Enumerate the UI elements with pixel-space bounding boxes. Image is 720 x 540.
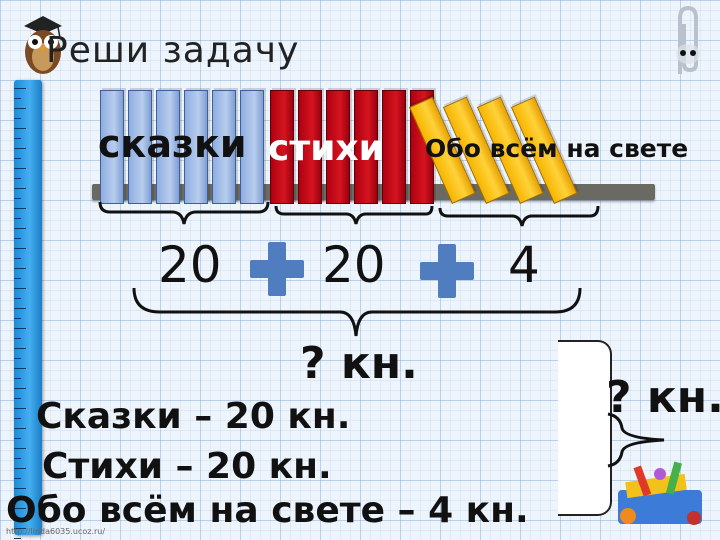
ruler-tick: [14, 398, 21, 399]
school-supplies-icon: [618, 461, 702, 525]
ruler-tick: [14, 338, 21, 339]
book-skazki: [156, 90, 180, 204]
ruler-tick: [14, 228, 26, 229]
ruler-tick: [14, 258, 21, 259]
ruler-tick: [14, 318, 21, 319]
book-stihi: [326, 90, 350, 204]
ruler-tick: [14, 388, 26, 389]
ruler-tick: [14, 268, 26, 269]
ruler-tick: [14, 128, 26, 129]
ruler-tick: [14, 448, 26, 449]
ruler-tick: [14, 368, 26, 369]
ruler-tick: [14, 358, 21, 359]
ruler-tick: [14, 378, 21, 379]
ruler-tick: [14, 188, 26, 189]
ruler-tick: [14, 148, 26, 149]
ruler-tick: [14, 348, 26, 349]
ruler-tick: [14, 278, 21, 279]
ruler-tick: [14, 168, 26, 169]
label-obo-vsem: Обо всём на свете: [425, 134, 689, 163]
line-obo-vsem: Обо всём на свете – 4 кн.: [6, 490, 529, 531]
ruler-tick: [14, 198, 21, 199]
label-skazki: сказки: [98, 122, 247, 166]
number-obo: 4: [508, 236, 540, 294]
side-brace: [607, 412, 665, 468]
book-skazki: [212, 90, 236, 204]
bracket-stihi: [274, 205, 434, 225]
ruler-tick: [14, 328, 26, 329]
book-stihi: [354, 90, 378, 204]
book-stihi: [270, 90, 294, 204]
ruler-tick: [14, 308, 26, 309]
page-title: Реши задачу: [46, 30, 300, 71]
ruler-tick: [14, 238, 21, 239]
book-stihi: [382, 90, 406, 204]
ruler-tick: [14, 488, 26, 489]
line-skazki: Сказки – 20 кн.: [36, 396, 351, 437]
label-stihi: стихи: [268, 128, 384, 169]
bracket-skazki: [98, 201, 270, 225]
book-skazki: [240, 90, 264, 204]
ruler-tick: [14, 288, 26, 289]
bracket-obo: [438, 205, 600, 227]
total-question: ? кн.: [300, 338, 418, 389]
ruler-tick: [14, 458, 21, 459]
ruler-tick: [14, 138, 21, 139]
ruler-tick: [14, 508, 26, 509]
line-stihi: Стихи – 20 кн.: [42, 446, 332, 487]
source-url: http://linda6035.ucoz.ru/: [6, 527, 106, 536]
ruler-tick: [14, 208, 26, 209]
ruler-tick: [14, 108, 26, 109]
ruler-tick: [14, 528, 26, 529]
ruler-tick: [14, 438, 21, 439]
ruler-tick: [14, 468, 26, 469]
side-question: ? кн.: [606, 372, 720, 423]
ruler-tick: [14, 178, 21, 179]
answer-card: [558, 340, 612, 516]
ruler-tick: [14, 98, 21, 99]
owl-icon: [24, 16, 62, 74]
book-skazki: [128, 90, 152, 204]
number-stihi: 20: [322, 236, 386, 294]
ruler-tick: [14, 498, 21, 499]
ruler: [14, 80, 42, 539]
book-skazki: [100, 90, 124, 204]
ruler-tick: [14, 478, 21, 479]
ruler-tick: [14, 518, 21, 519]
ruler-tick: [14, 418, 21, 419]
ruler-tick: [14, 88, 26, 89]
paperclip-icon: [676, 5, 700, 74]
book-skazki: [184, 90, 208, 204]
ruler-tick: [14, 118, 21, 119]
ruler-tick: [14, 298, 21, 299]
book-stihi: [298, 90, 322, 204]
ruler-tick: [14, 158, 21, 159]
ruler-tick: [14, 538, 21, 539]
ruler-tick: [14, 248, 26, 249]
bracket-total: [132, 287, 582, 337]
ruler-tick: [14, 408, 26, 409]
ruler-tick: [14, 218, 21, 219]
ruler-tick: [14, 428, 26, 429]
number-skazki: 20: [158, 236, 222, 294]
